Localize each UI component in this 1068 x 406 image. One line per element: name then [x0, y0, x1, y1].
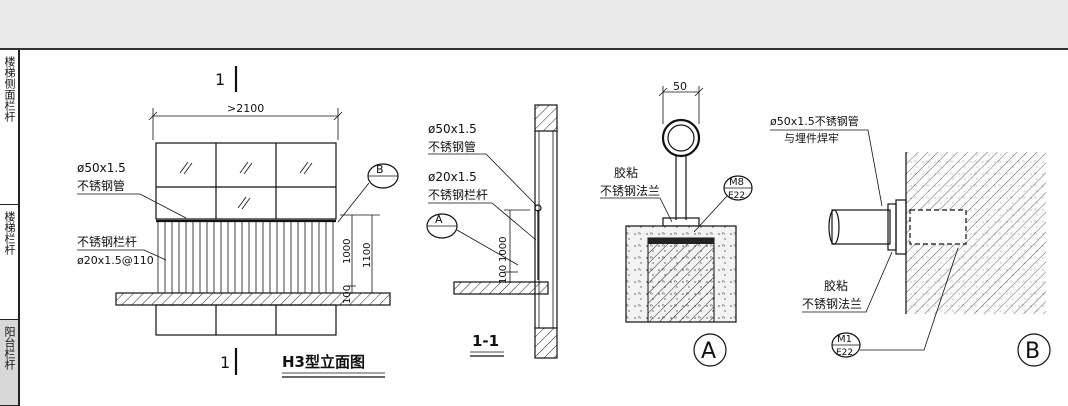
- section-rail-label-1: ø20x1.5: [428, 170, 477, 184]
- detail-b-tag-top: M1: [837, 334, 852, 345]
- drawing-sheet: 1 >2100: [77, 66, 1051, 378]
- side-tab-label: 楼梯栏杆: [3, 211, 16, 255]
- detail-a-tag-top: M8: [729, 177, 744, 188]
- section-pipe-label-1: ø50x1.5: [428, 122, 477, 136]
- detail-a-glue-label-2: 不锈钢法兰: [600, 184, 660, 198]
- detail-a: 50 胶粘 不锈钢法兰 M8 E22 A: [600, 80, 753, 367]
- section-mark-top: 1: [215, 70, 225, 89]
- elevation-width-dimension: >2100: [227, 102, 264, 115]
- elevation-rail-label-2: ø20x1.5@110: [77, 254, 154, 267]
- elevation-title: H3型立面图: [282, 353, 365, 371]
- section-1-1: ø50x1.5 不锈钢管 ø20x1.5 不锈钢栏杆 A 100 1000 1-…: [426, 104, 558, 359]
- top-toolbar: [0, 0, 1068, 50]
- elevation-dim-1000: 1000: [342, 239, 353, 264]
- elevation-dim-100: 100: [342, 285, 353, 304]
- side-tab-strip: 楼梯侧面栏杆 楼梯栏杆 阳台栏杆: [0, 50, 20, 406]
- detail-a-dim-50: 50: [673, 80, 687, 93]
- elevation-callout-b: B: [376, 163, 384, 176]
- section-pipe-label-2: 不锈钢管: [428, 139, 476, 154]
- elevation-dim-1100: 1100: [362, 243, 373, 268]
- section-dim-1000: 1000: [498, 237, 509, 262]
- detail-b-glue-label-2: 不锈钢法兰: [802, 297, 862, 311]
- side-tab-balcony-railing[interactable]: 阳台栏杆: [0, 320, 18, 406]
- side-tab-label: 阳台栏杆: [3, 326, 16, 370]
- detail-a-title: A: [701, 339, 716, 364]
- elevation-pipe-label-2: 不锈钢管: [77, 178, 125, 193]
- detail-b-glue-label-1: 胶粘: [824, 278, 848, 293]
- h3-elevation: 1 >2100: [77, 66, 399, 378]
- section-rail-label-2: 不锈钢栏杆: [428, 187, 488, 202]
- detail-b-pipe-label-1: ø50x1.5不锈钢管: [770, 114, 859, 128]
- elevation-rail-label-1: 不锈钢栏杆: [77, 234, 137, 249]
- side-tab-stair-railing[interactable]: 楼梯栏杆: [0, 205, 18, 320]
- detail-b-tag-bottom: E22: [836, 348, 853, 358]
- section-callout-a: A: [435, 213, 443, 226]
- side-tab-label: 楼梯侧面栏杆: [3, 56, 16, 122]
- detail-b: ø50x1.5不锈钢管 与埋件焊牢 胶粘 不锈钢法兰 M1 E22 B: [770, 114, 1051, 367]
- section-dim-100: 100: [498, 265, 509, 284]
- section-title: 1-1: [472, 332, 499, 350]
- elevation-balusters: [157, 221, 334, 293]
- detail-b-title: B: [1025, 339, 1040, 364]
- detail-b-pipe-label-2: 与埋件焊牢: [784, 131, 839, 145]
- side-tab-stair-side-railing[interactable]: 楼梯侧面栏杆: [0, 50, 18, 205]
- detail-a-tag-bottom: E22: [728, 191, 745, 201]
- detail-a-glue-label-1: 胶粘: [614, 165, 638, 180]
- section-mark-bottom: 1: [220, 353, 230, 372]
- elevation-pipe-label-1: ø50x1.5: [77, 161, 126, 175]
